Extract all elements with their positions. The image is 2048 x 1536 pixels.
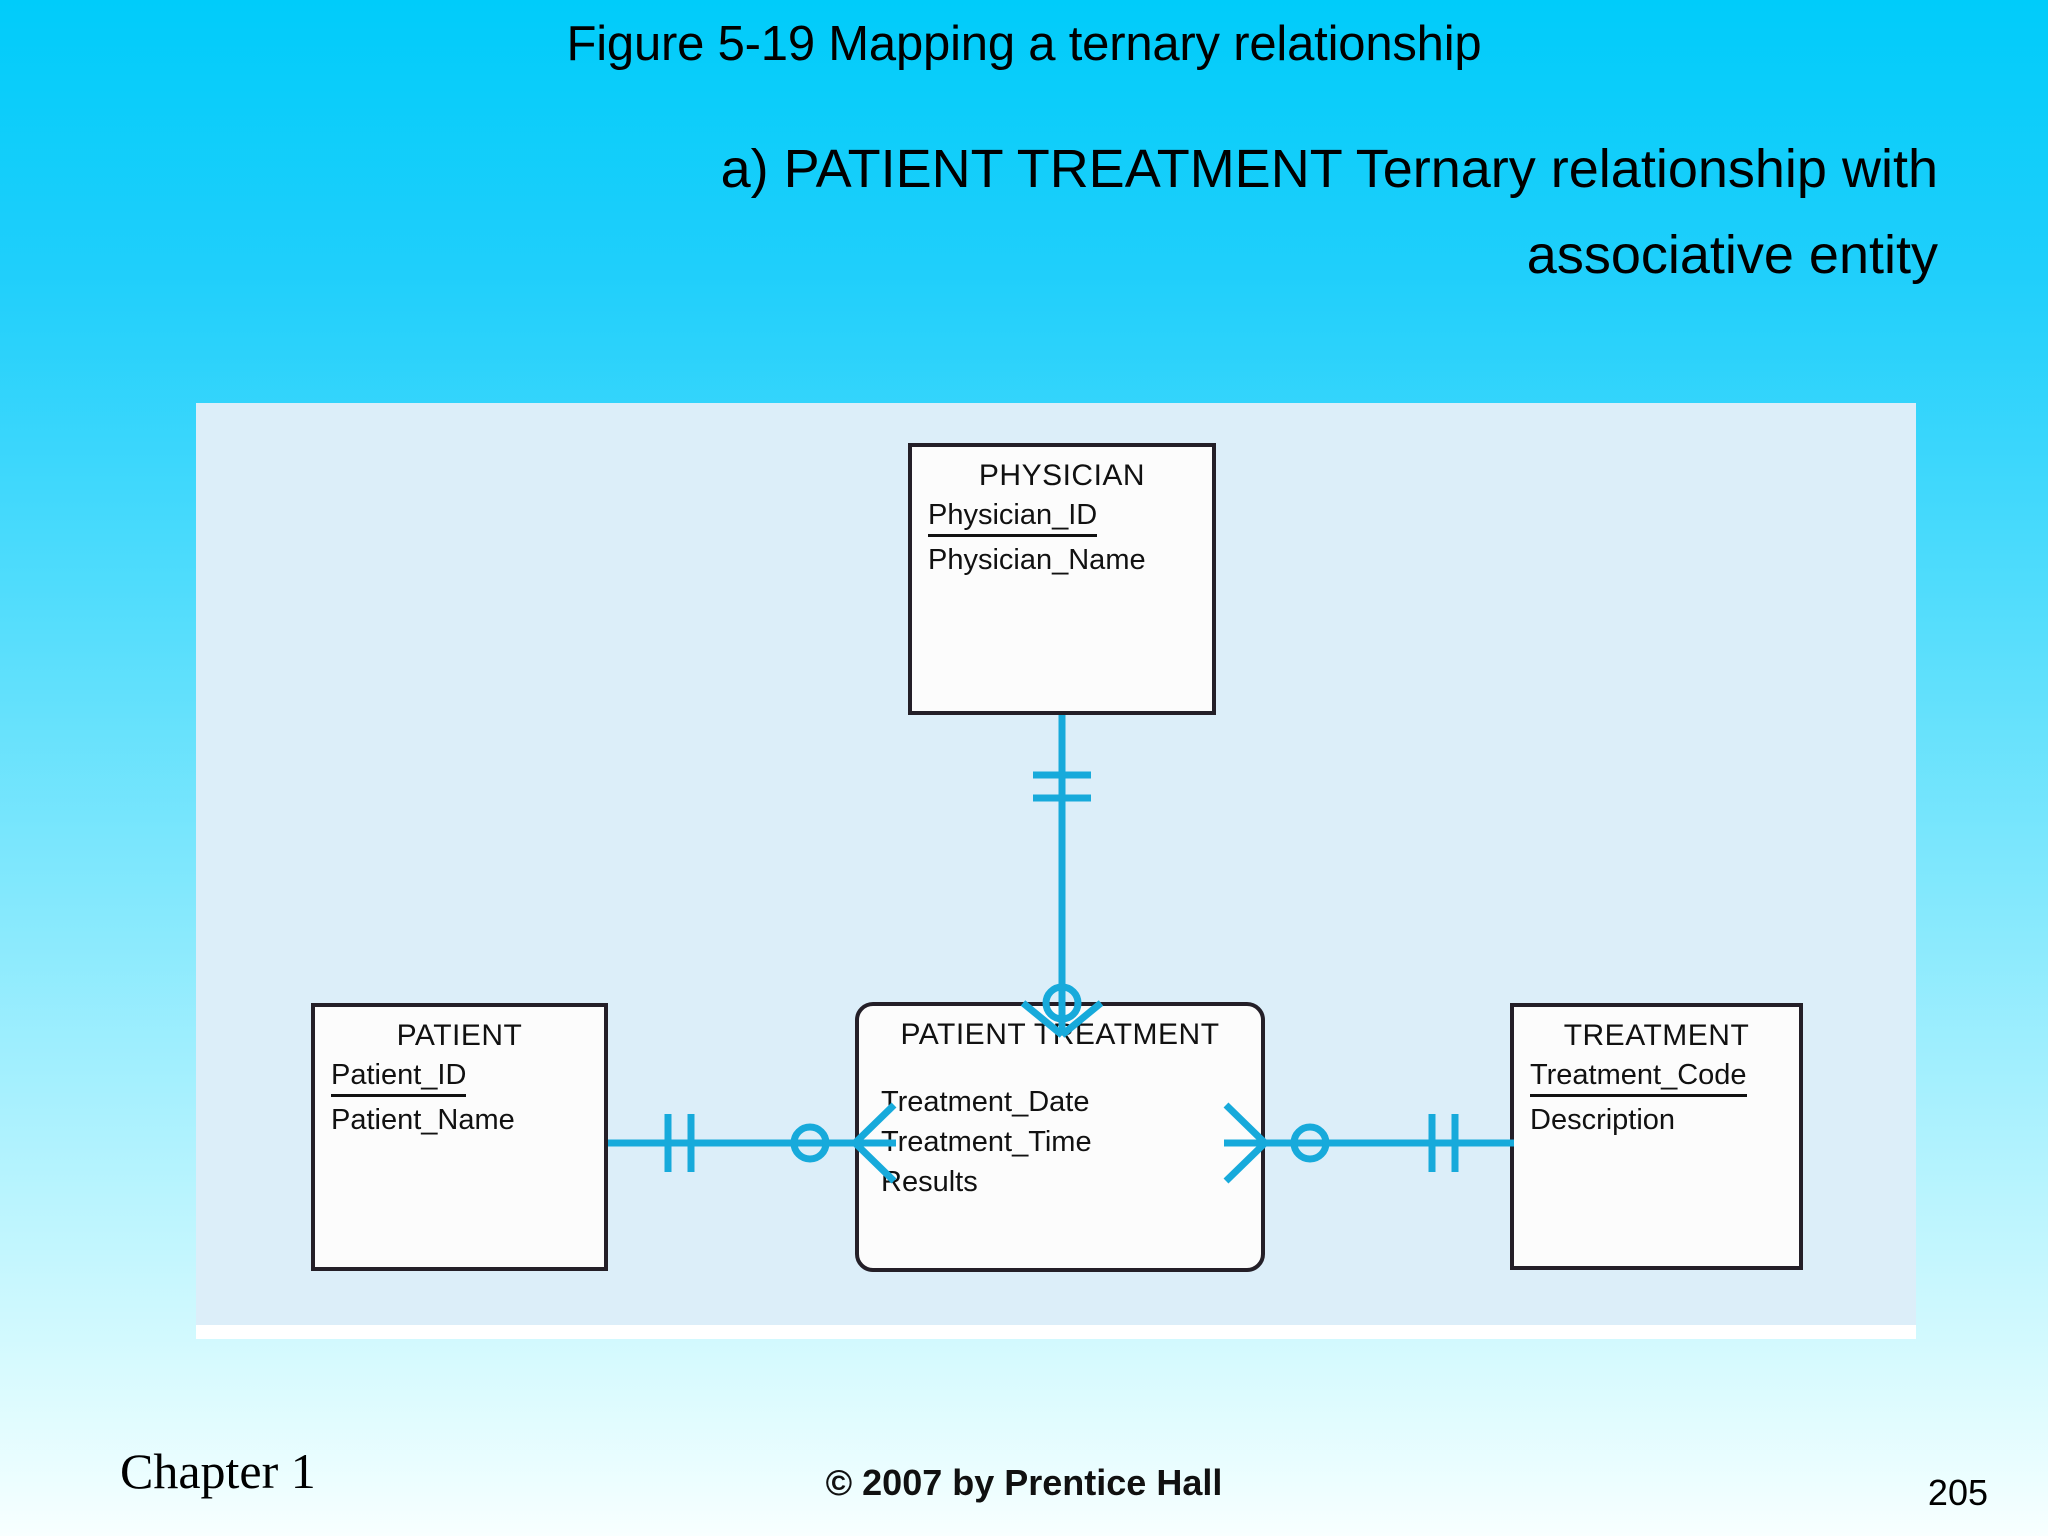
subtitle-line-1: a) PATIENT TREATMENT Ternary relationshi… [720, 139, 1938, 199]
figure-title: Figure 5-19 Mapping a ternary relationsh… [566, 17, 1482, 71]
title-area: Figure 5-19 Mapping a ternary relationsh… [0, 0, 2048, 298]
slide-subtitle: a) PATIENT TREATMENT Ternary relationshi… [0, 126, 2048, 298]
entity-box-patient-treatment[interactable]: PATIENT TREATMENT Treatment_Date Treatme… [855, 1002, 1265, 1272]
attribute-treatment-code: Treatment_Code [1530, 1057, 1747, 1097]
attribute-treatment-time: Treatment_Time [881, 1126, 1092, 1158]
entity-title-treatment: TREATMENT [1563, 1019, 1750, 1052]
footer-chapter: Chapter 1 [120, 1443, 316, 1499]
entity-box-patient[interactable]: PATIENT Patient_ID Patient_Name [311, 1003, 608, 1271]
subtitle-line-2: associative entity [1526, 225, 1938, 285]
attribute-physician-name: Physician_Name [928, 544, 1146, 576]
footer-page-number: 205 [1927, 1472, 1988, 1513]
attribute-list-patient: Patient_ID Patient_Name [315, 1057, 604, 1140]
entity-title-physician: PHYSICIAN [978, 459, 1146, 492]
entity-box-physician[interactable]: PHYSICIAN Physician_ID Physician_Name [908, 443, 1216, 715]
attribute-physician-id: Physician_ID [928, 497, 1098, 537]
attribute-description: Description [1530, 1104, 1676, 1136]
entity-title-patient: PATIENT [396, 1019, 523, 1052]
attribute-list-physician: Physician_ID Physician_Name [912, 497, 1212, 580]
attribute-patient-name: Patient_Name [331, 1104, 515, 1136]
entity-title-patient-treatment: PATIENT TREATMENT [900, 1018, 1220, 1051]
panel-underline [196, 1325, 1916, 1339]
attribute-spacer [881, 1056, 1261, 1082]
attribute-results: Results [881, 1166, 978, 1198]
entity-box-treatment[interactable]: TREATMENT Treatment_Code Description [1510, 1003, 1803, 1270]
attribute-list-treatment: Treatment_Code Description [1514, 1057, 1799, 1140]
attribute-list-patient-treatment: Treatment_Date Treatment_Time Results [859, 1056, 1261, 1202]
attribute-patient-id: Patient_ID [331, 1057, 467, 1097]
footer-copyright: © 2007 by Prentice Hall [825, 1462, 1223, 1503]
attribute-treatment-date: Treatment_Date [881, 1086, 1090, 1118]
